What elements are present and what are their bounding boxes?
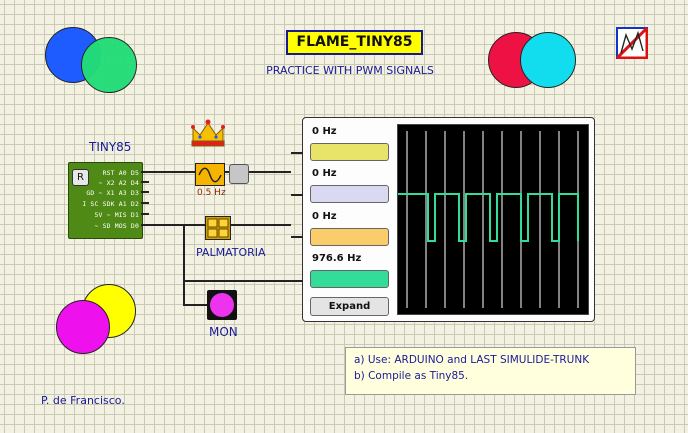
channel-1-frequency: 0 Hz xyxy=(312,126,337,137)
page-title: FLAME_TINY85 xyxy=(286,30,423,55)
chip-pin-row: ~ SD MOS D0 xyxy=(94,222,139,230)
flame-grid-icon xyxy=(207,218,229,238)
palmatoria-component[interactable] xyxy=(205,216,231,240)
scope-trace xyxy=(398,193,579,242)
chip-pin-row: 5V ~ MIS D1 xyxy=(94,211,139,219)
chip-pin xyxy=(141,191,149,193)
wire xyxy=(183,224,185,306)
decor-circle-magenta xyxy=(56,300,110,354)
author-credit: P. de Francisco. xyxy=(41,394,125,407)
monitor-led[interactable] xyxy=(207,290,237,320)
chip-label: TINY85 xyxy=(89,140,132,154)
crown-icon xyxy=(190,118,226,152)
wire xyxy=(223,171,291,173)
scope-input-pin xyxy=(291,194,303,196)
chip-pin xyxy=(141,171,149,173)
chip-pin-row: GD ~ X1 A3 D3 xyxy=(86,189,139,197)
palmatoria-label: PALMATORIA xyxy=(196,246,266,259)
chip-pin xyxy=(141,213,149,215)
decor-circle-cyan xyxy=(520,32,576,88)
scope-screen xyxy=(397,124,589,315)
expand-button[interactable]: Expand xyxy=(310,297,389,316)
monitor-label: MON xyxy=(209,325,238,339)
scope-input-pin xyxy=(291,152,303,154)
decor-circle-green xyxy=(81,37,137,93)
chip-pin xyxy=(141,224,149,226)
chip-pin xyxy=(141,181,149,183)
chip-pin-row: I SC SDK A1 D2 xyxy=(82,200,139,208)
channel-3-frequency: 0 Hz xyxy=(312,211,337,222)
wire xyxy=(183,280,291,282)
wire xyxy=(149,171,195,173)
wire xyxy=(149,224,205,226)
tiny85-chip[interactable]: R RST A0 D5 ~ X2 A2 D4 GD ~ X1 A3 D3 I S… xyxy=(68,162,143,239)
channel-4-frequency: 976.6 Hz xyxy=(312,253,362,264)
channel-3-button[interactable] xyxy=(310,228,389,246)
info-line-2: b) Compile as Tiny85. xyxy=(354,370,469,382)
chip-pin xyxy=(141,202,149,204)
channel-2-button[interactable] xyxy=(310,185,389,203)
simulide-logo-icon xyxy=(615,26,649,60)
channel-1-button[interactable] xyxy=(310,143,389,161)
wire xyxy=(183,304,207,306)
wave-generator[interactable] xyxy=(195,163,225,186)
info-panel: a) Use: ARDUINO and LAST SIMULIDE-TRUNK … xyxy=(345,347,636,395)
channel-4-button[interactable] xyxy=(310,270,389,288)
scope-input-pin xyxy=(291,280,303,282)
chip-pin-row: RST A0 D5 xyxy=(102,169,139,177)
oscilloscope[interactable]: 0 Hz 0 Hz 0 Hz 976.6 Hz Expand xyxy=(291,117,595,322)
sine-wave-icon xyxy=(198,167,222,183)
reset-button[interactable]: R xyxy=(72,169,89,186)
page-subtitle: PRACTICE WITH PWM SIGNALS xyxy=(266,64,434,77)
info-line-1: a) Use: ARDUINO and LAST SIMULIDE-TRUNK xyxy=(354,354,590,366)
scope-input-pin xyxy=(291,236,303,238)
generator-frequency: 0.5 Hz xyxy=(197,188,226,198)
chip-pin-row: ~ X2 A2 D4 xyxy=(98,179,139,187)
wire xyxy=(229,224,291,226)
generator-toggle-button[interactable] xyxy=(229,164,249,184)
channel-2-frequency: 0 Hz xyxy=(312,168,337,179)
